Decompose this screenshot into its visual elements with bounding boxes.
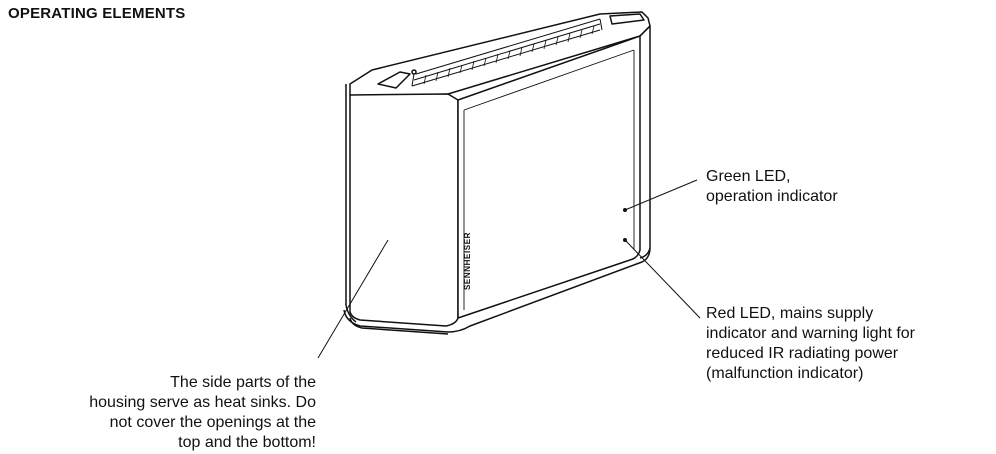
top-indicator-dot — [411, 69, 417, 75]
leader-line-red-led — [624, 239, 701, 319]
device-base — [343, 247, 651, 333]
left-heat-sink-panel — [349, 93, 459, 327]
leader-line-green-led — [624, 179, 698, 211]
top-connector — [609, 13, 645, 25]
right-side-edge — [639, 25, 651, 259]
callout-green-led: Green LED, operation indicator — [706, 168, 838, 205]
callout-red-led: Red LED, mains supply indicator and warn… — [706, 305, 916, 382]
device-front-panel — [457, 35, 641, 319]
section-heading: OPERATING ELEMENTS — [8, 5, 186, 22]
top-handle-recess — [377, 71, 411, 89]
brand-wordmark: SENNHEISER — [463, 232, 472, 290]
leader-line-heat-sink — [317, 239, 389, 359]
callout-heat-sink: The side parts of the housing serve as h… — [89, 374, 316, 451]
